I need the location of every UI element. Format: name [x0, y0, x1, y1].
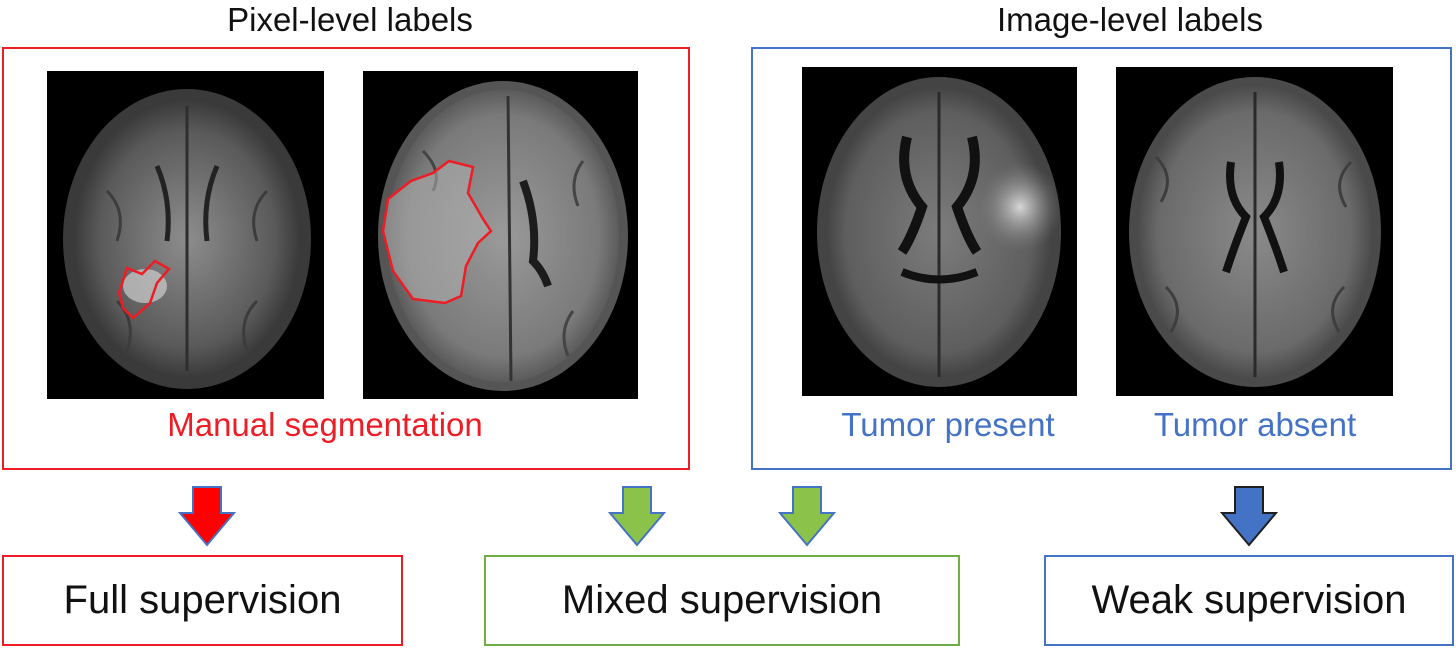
down-arrow-green-icon	[608, 486, 666, 547]
full-supervision-box: Full supervision	[2, 555, 403, 646]
mri-scan-large-lesion	[363, 71, 638, 399]
down-arrow-red-icon	[178, 486, 236, 547]
mixed-supervision-box: Mixed supervision	[484, 555, 960, 646]
mri-scan-tumor-present	[802, 67, 1077, 396]
pixel-level-heading: Pixel-level labels	[227, 1, 473, 38]
tumor-absent-caption: Tumor absent	[1153, 406, 1357, 443]
weak-supervision-label: Weak supervision	[1091, 578, 1407, 622]
weak-supervision-box: Weak supervision	[1044, 555, 1454, 646]
mixed-supervision-label: Mixed supervision	[561, 578, 883, 622]
pixel-level-group	[2, 47, 690, 470]
full-supervision-label: Full supervision	[63, 578, 342, 622]
image-level-group	[751, 47, 1452, 470]
image-level-heading: Image-level labels	[997, 1, 1263, 38]
tumor-present-caption: Tumor present	[841, 406, 1055, 443]
manual-segmentation-caption: Manual segmentation	[167, 406, 483, 443]
down-arrow-green-icon	[778, 486, 836, 547]
mri-scan-small-lesion	[47, 71, 324, 399]
down-arrow-blue-icon	[1220, 486, 1278, 547]
mri-scan-tumor-absent	[1116, 67, 1393, 396]
